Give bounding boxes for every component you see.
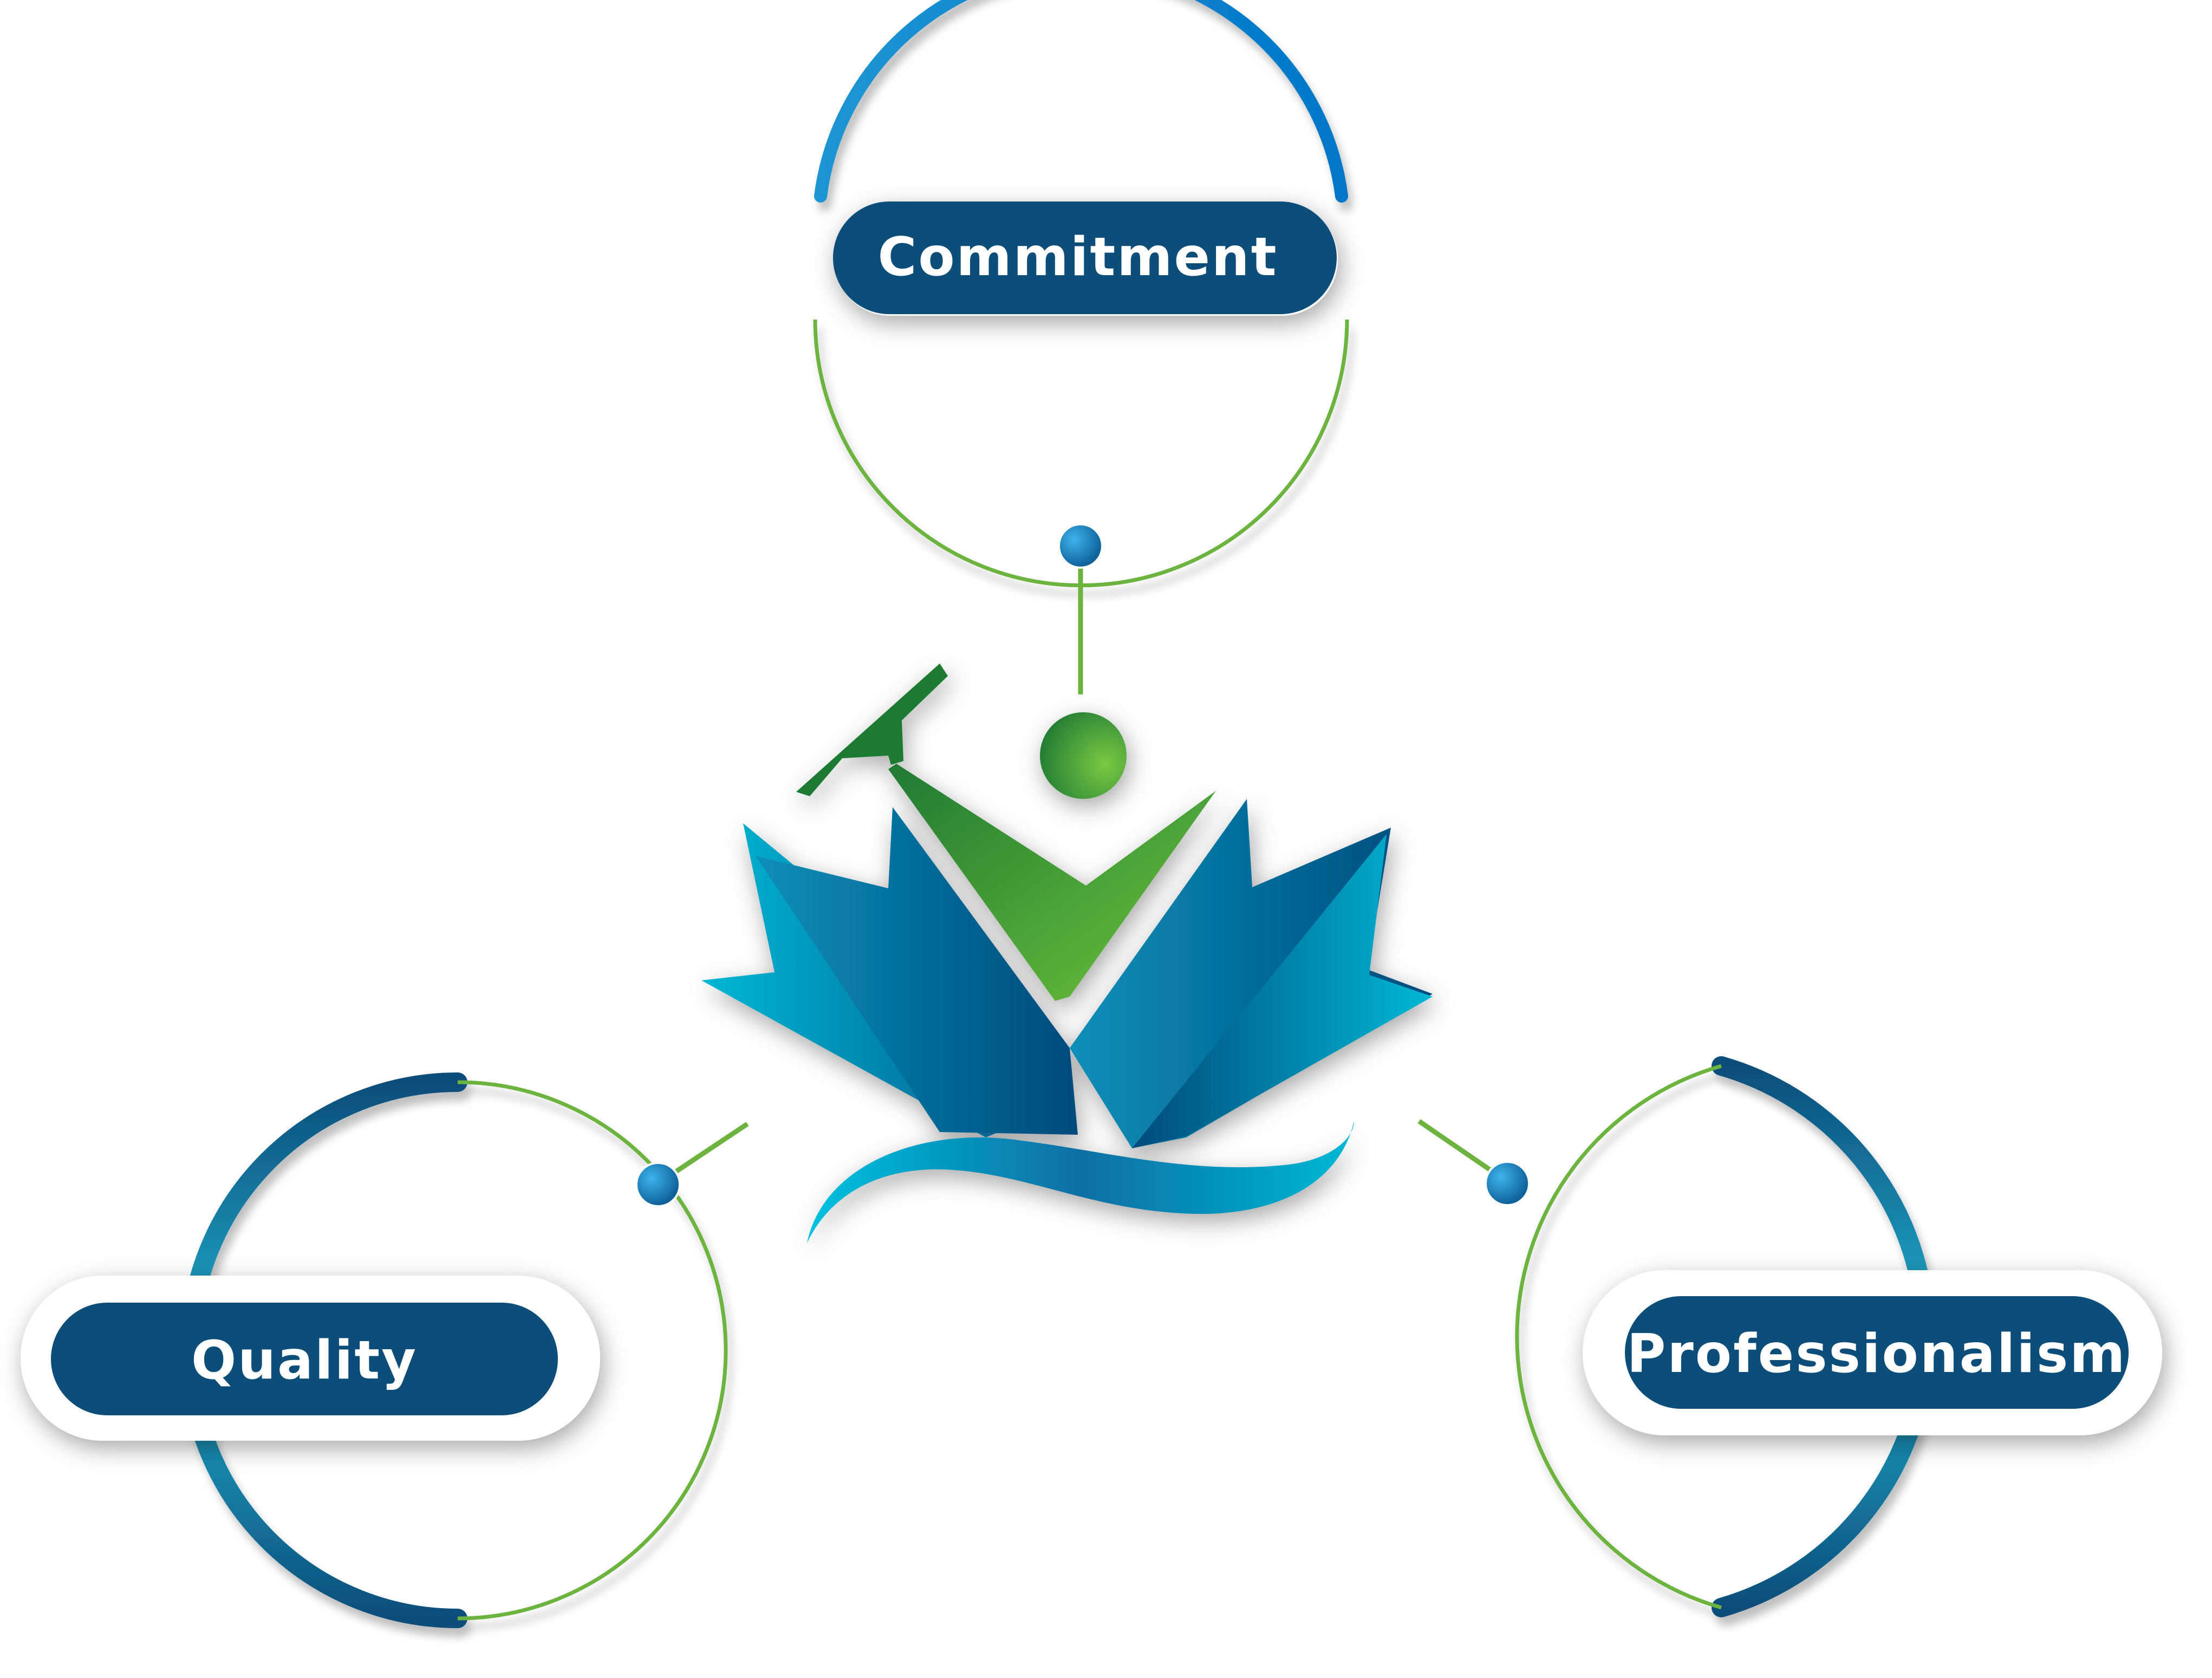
checkmark-shape	[888, 764, 1216, 1001]
lotus-leaf-far-right	[1132, 834, 1433, 1148]
lotus-leaves-with-checkmark-and-figure-icon	[701, 664, 1433, 1243]
value-node-commitment: Commitment	[813, 0, 1349, 694]
quality-connector-dot	[635, 1162, 681, 1207]
lotus-leaf-left	[756, 807, 1078, 1135]
commitment-connector-dot	[1058, 523, 1103, 569]
lotus-leaf-right	[1070, 799, 1433, 1148]
water-wave-shape	[807, 1121, 1354, 1243]
value-node-quality: Quality	[21, 1072, 749, 1628]
professionalism-connector-dot	[1485, 1161, 1530, 1206]
professionalism-label: Professionalism	[1627, 1323, 2127, 1385]
figure-head-shape	[1040, 712, 1127, 799]
value-node-professionalism: Professionalism	[1417, 1056, 2162, 1617]
quality-label: Quality	[191, 1330, 418, 1391]
commitment-label: Commitment	[877, 226, 1278, 288]
professionalism-pill	[1583, 1270, 2162, 1435]
commitment-pill	[833, 201, 1338, 316]
quality-pill	[21, 1276, 600, 1441]
figure-arm-shape	[796, 664, 948, 796]
